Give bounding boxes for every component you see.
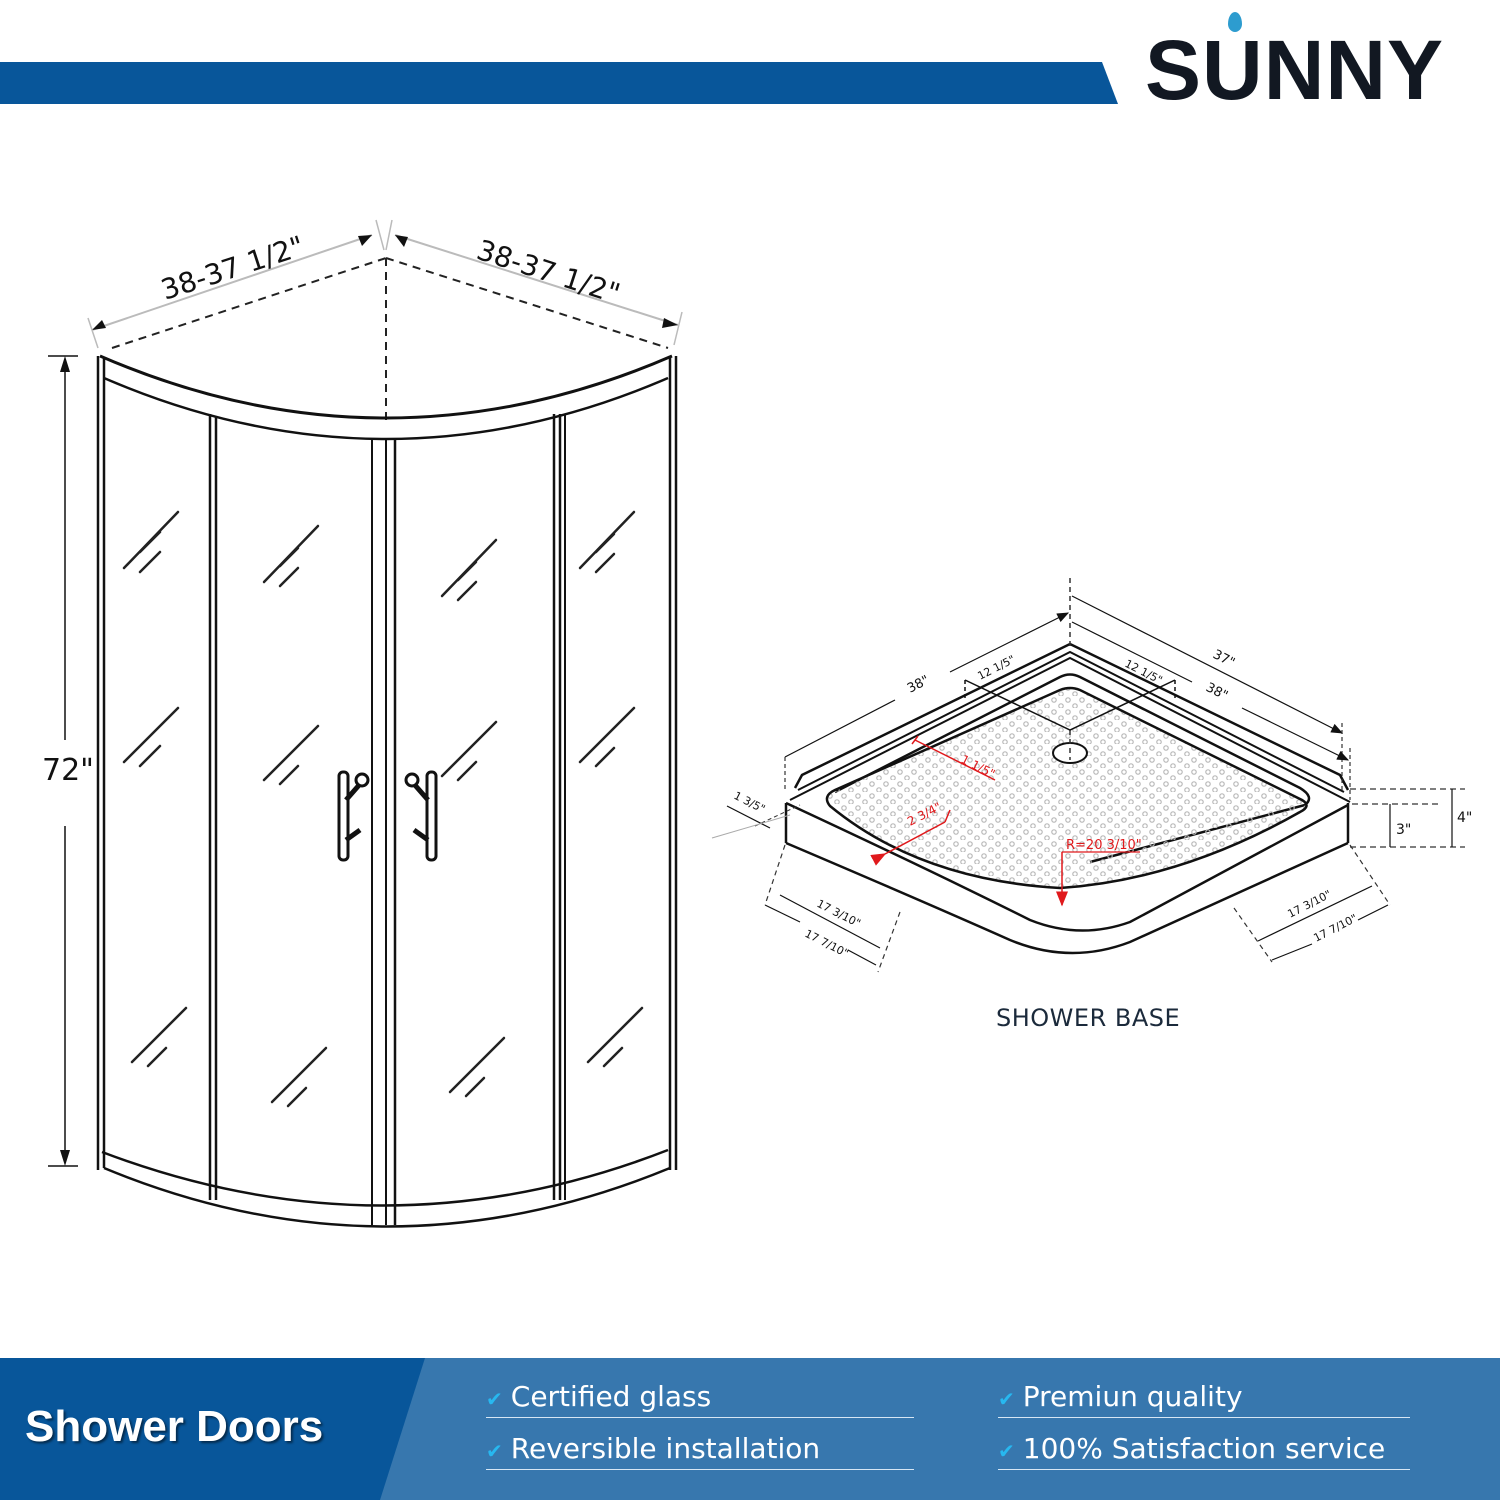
feature-label: Reversible installation [510, 1432, 821, 1465]
checkmark-icon: ✔ [998, 1387, 1015, 1411]
straight-inner-left: 17 3/10" [815, 897, 863, 930]
feature-label: Certified glass [510, 1380, 712, 1413]
base-inner-height: 3" [1396, 822, 1411, 838]
technical-drawing: 38-37 1/2" 38-37 1/2" [42, 219, 1472, 1228]
footer-title: Shower Doors [25, 1402, 324, 1451]
feature-item: ✔ Premiun quality [998, 1378, 1410, 1418]
door-handle-left [337, 770, 370, 862]
feature-item: ✔ Certified glass [486, 1378, 914, 1418]
feature-item: ✔ 100% Satisfaction service [998, 1430, 1410, 1470]
enclosure-width-left: 38-37 1/2" [157, 229, 308, 306]
footer-banner: Shower Doors ✔ Certified glass ✔ Reversi… [0, 1358, 1500, 1500]
base-outer-height: 4" [1457, 810, 1472, 826]
checkmark-icon: ✔ [998, 1439, 1015, 1463]
door-handle-right [404, 770, 438, 862]
base-overall: 37" [1210, 647, 1237, 671]
footer-title-panel [0, 1358, 425, 1500]
shower-base-drawing: 12 1/5" 12 1/5" 38" 37" 38" 3" 4" 1 3/5"… [711, 578, 1472, 973]
base-radius: R=20 3/10" [1066, 838, 1142, 853]
header-band [0, 62, 1118, 104]
base-side-left: 38" [905, 673, 932, 697]
enclosure-drawing: 38-37 1/2" 38-37 1/2" [42, 219, 683, 1228]
shower-base-caption: SHOWER BASE [996, 1004, 1181, 1032]
enclosure-height: 72" [42, 753, 94, 788]
checkmark-icon: ✔ [486, 1439, 503, 1463]
feature-label: 100% Satisfaction service [1022, 1432, 1386, 1465]
enclosure-width-right: 38-37 1/2" [473, 233, 624, 310]
straight-outer-left: 17 7/10" [803, 927, 851, 960]
glass-reflection-marks [122, 510, 644, 1108]
brand-logo: SUNNY [1145, 23, 1445, 117]
checkmark-icon: ✔ [486, 1387, 503, 1411]
feature-item: ✔ Reversible installation [486, 1430, 914, 1470]
base-side-right: 38" [1203, 680, 1230, 704]
feature-label: Premiun quality [1022, 1380, 1243, 1413]
straight-outer-right: 17 7/10" [1311, 912, 1359, 945]
drain-offset-left: 12 1/5" [975, 653, 1017, 683]
